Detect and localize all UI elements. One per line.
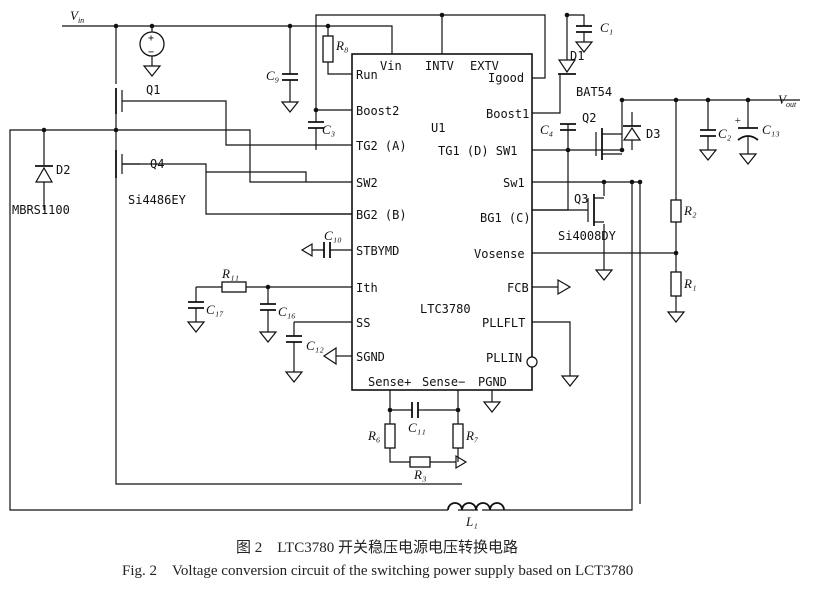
source-minus-sign: − xyxy=(148,47,154,58)
capacitor-c2 xyxy=(698,129,718,161)
c16-label: C₁₆ xyxy=(278,304,296,319)
capacitor-c12 xyxy=(284,335,304,383)
r3-label: R₃ xyxy=(413,467,426,482)
resistor-r8 xyxy=(322,35,334,63)
c9-label: C₉ xyxy=(266,68,279,83)
c3-label: C₃ xyxy=(322,122,335,137)
ic-body xyxy=(351,53,533,391)
junctions xyxy=(41,12,751,413)
pin-boost1: Boost1 xyxy=(486,107,529,121)
c4-label: C₄ xyxy=(540,122,554,137)
pin-sense-minus: Sense− xyxy=(422,375,465,389)
voltage-source: + − xyxy=(139,31,165,77)
mosfet-q4 xyxy=(115,150,130,178)
q3-part-label: Si4008DY xyxy=(558,229,617,243)
d1-label: D1 xyxy=(570,49,584,63)
r2-label: R₂ xyxy=(683,203,697,218)
caption-chinese: 图 2 LTC3780 开关稳压电源电压转换电路 xyxy=(236,539,518,556)
pin-sgnd: SGND xyxy=(356,350,385,364)
pin-tg2: TG2 (A) xyxy=(356,139,407,153)
q1-label: Q1 xyxy=(146,83,160,97)
capacitor-c9 xyxy=(280,73,300,113)
c13-plus-sign: + xyxy=(734,115,741,127)
capacitor-c1 xyxy=(574,25,594,53)
c2-label: C₂ xyxy=(718,126,732,141)
component-labels: Vin Vout Q1 Q4 Si4486EY Q2 Q3 Si4008DY D… xyxy=(12,8,797,529)
pin-sw2: SW2 xyxy=(356,176,378,190)
capacitor-c16 xyxy=(258,303,278,343)
capacitor-c13 xyxy=(737,127,759,165)
r6-label: R₆ xyxy=(367,428,380,443)
pin-pllflt: PLLFLT xyxy=(482,316,525,330)
resistor-r2 xyxy=(670,199,682,223)
pin-pgnd: PGND xyxy=(478,375,507,389)
capacitor-c17 xyxy=(186,301,206,333)
chip-name: LTC3780 xyxy=(420,302,471,316)
pin-ith: Ith xyxy=(356,281,378,295)
resistor-r1 xyxy=(670,271,682,297)
d2-part-label: MBRS1100 xyxy=(12,203,70,217)
diode-d3 xyxy=(622,112,642,150)
chip-unit: U1 xyxy=(431,121,445,135)
inductor-l1 xyxy=(447,502,505,511)
r11-label: R₁₁ xyxy=(221,266,239,281)
vout-label: Vout xyxy=(778,92,797,109)
pin-sw1: Sw1 xyxy=(503,176,525,190)
vin-label: Vin xyxy=(70,8,84,25)
pin-vin: Vin xyxy=(380,59,402,73)
pin-stbymd: STBYMD xyxy=(356,244,399,258)
diode-d1 xyxy=(557,24,577,75)
c17-label: C₁₇ xyxy=(206,302,224,317)
q4-label: Q4 xyxy=(150,157,164,171)
pllin-pin-marker xyxy=(526,356,538,368)
resistor-r11 xyxy=(221,281,247,293)
d3-label: D3 xyxy=(646,127,660,141)
c10-label: C₁₀ xyxy=(324,228,342,243)
resistor-r6 xyxy=(384,423,396,449)
c1-label: C₁ xyxy=(600,20,613,35)
c11-label: C₁₁ xyxy=(408,420,426,435)
r1-label: R₁ xyxy=(683,276,696,291)
c12-label: C₁₂ xyxy=(306,338,324,353)
mosfet-q2 xyxy=(595,128,622,160)
capacitor-c11 xyxy=(411,402,424,418)
r7-label: R₇ xyxy=(465,428,479,443)
pin-igood: Igood xyxy=(488,71,524,85)
q4-part-label: Si4486EY xyxy=(128,193,187,207)
wires xyxy=(9,14,800,511)
c13-label: C₁₃ xyxy=(762,122,780,137)
capacitor-c10 xyxy=(300,242,331,258)
pin-fcb: FCB xyxy=(507,281,529,295)
pin-run: Run xyxy=(356,68,378,82)
q3-label: Q3 xyxy=(574,192,588,206)
pin-boost2: Boost2 xyxy=(356,104,399,118)
diode-d2 xyxy=(34,165,54,192)
r8-label: R₈ xyxy=(335,38,349,53)
pin-vosense: Vosense xyxy=(474,247,525,261)
caption-english: Fig. 2 Voltage conversion circuit of the… xyxy=(122,563,633,579)
pin-tg1: TG1 (D) SW1 xyxy=(438,144,517,158)
d2-label: D2 xyxy=(56,163,70,177)
resistor-r7 xyxy=(452,423,464,449)
pin-pllin: PLLIN xyxy=(486,351,522,365)
resistor-r3 xyxy=(409,456,431,468)
pin-sense-plus: Sense+ xyxy=(368,375,411,389)
ground-symbols xyxy=(322,269,686,470)
d1-part-label: BAT54 xyxy=(576,85,612,99)
pin-bg1: BG1 (C) xyxy=(480,211,531,225)
l1-label: L₁ xyxy=(465,514,478,529)
mosfet-q3 xyxy=(587,194,604,226)
capacitor-c4 xyxy=(560,123,576,131)
capacitor-c3 xyxy=(308,121,324,134)
source-plus-sign: + xyxy=(148,33,154,44)
pin-ss: SS xyxy=(356,316,370,330)
pin-bg2: BG2 (B) xyxy=(356,208,407,222)
mosfet-q1 xyxy=(115,88,123,118)
pin-extv: EXTV xyxy=(470,59,499,73)
q2-label: Q2 xyxy=(582,111,596,125)
pin-intv: INTV xyxy=(425,59,454,73)
pin-labels: Vin INTV EXTV Igood Run Boost2 TG2 (A) S… xyxy=(356,59,531,389)
